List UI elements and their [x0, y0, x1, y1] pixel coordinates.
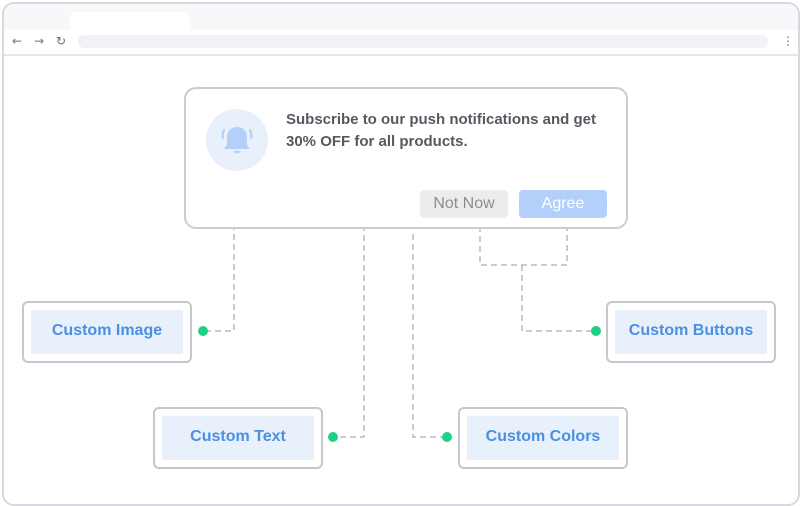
forward-arrow-icon[interactable]: →	[33, 34, 45, 48]
connector-buttons	[479, 226, 568, 266]
address-bar[interactable]	[78, 35, 768, 48]
connector-dot-image	[198, 326, 208, 336]
connector-colors	[412, 234, 446, 438]
connector-dot-text	[328, 432, 338, 442]
bell-icon-badge	[206, 109, 268, 171]
browser-tab[interactable]	[70, 12, 190, 30]
connector-text	[334, 155, 365, 438]
browser-toolbar: ← → ↻ ⋮	[4, 30, 798, 56]
connector-dot-colors	[442, 432, 452, 442]
connector-buttons-stem	[521, 265, 594, 332]
bell-icon	[221, 127, 253, 154]
push-notification-prompt: Subscribe to our push notifications and …	[184, 87, 628, 229]
callout-custom-text: Custom Text	[153, 407, 323, 469]
callout-label: Custom Text	[162, 416, 314, 460]
connector-dot-buttons	[591, 326, 601, 336]
not-now-button[interactable]: Not Now	[420, 190, 508, 218]
callout-custom-image: Custom Image	[22, 301, 192, 363]
callout-label: Custom Image	[31, 310, 183, 354]
reload-icon[interactable]: ↻	[55, 34, 67, 48]
callout-label: Custom Buttons	[615, 310, 767, 354]
callout-label: Custom Colors	[467, 416, 619, 460]
agree-button[interactable]: Agree	[519, 190, 607, 218]
callout-custom-buttons: Custom Buttons	[606, 301, 776, 363]
prompt-message: Subscribe to our push notifications and …	[286, 111, 597, 150]
tab-bar	[4, 4, 798, 30]
callout-custom-colors: Custom Colors	[458, 407, 628, 469]
back-arrow-icon[interactable]: ←	[11, 34, 23, 48]
